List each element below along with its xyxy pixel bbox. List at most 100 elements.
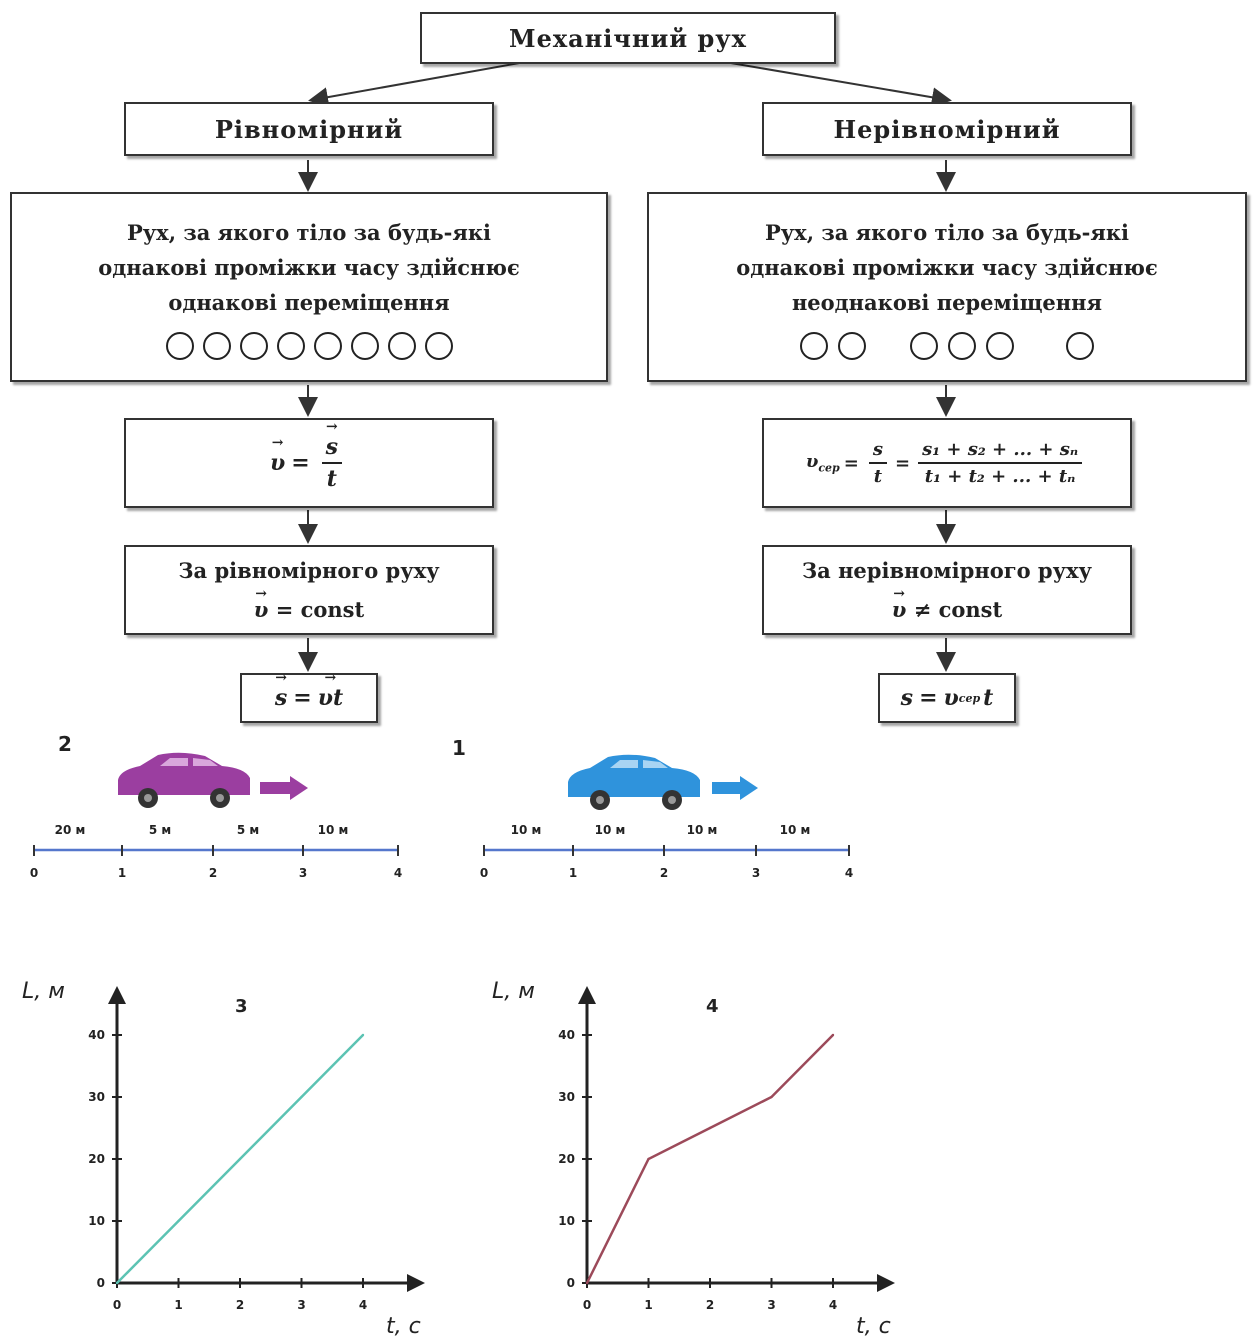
data-point xyxy=(708,1126,712,1130)
data-point xyxy=(585,1281,589,1285)
numerator: s xyxy=(321,419,342,464)
uniform-def-line-1: Рух, за якого тіло за будь-які xyxy=(126,219,492,245)
uniform-dots xyxy=(165,331,453,360)
track-1-segment: 10 м xyxy=(511,823,542,837)
track-2-tick: 3 xyxy=(299,866,307,880)
y-tick-label: 0 xyxy=(97,1276,105,1290)
connector-root-left xyxy=(308,61,526,108)
track-1-tick: 0 xyxy=(480,866,488,880)
uniform-def-line-2: однакові проміжки часу здійснює xyxy=(98,254,520,280)
avg-velocity-symbol: υсер xyxy=(805,451,840,475)
x-axis-arrow xyxy=(877,1274,895,1292)
track-2-tick: 0 xyxy=(30,866,38,880)
uniform-box: Рівномірний xyxy=(124,102,494,156)
track-2-tick: 2 xyxy=(209,866,217,880)
data-point xyxy=(831,1033,835,1037)
equals-sign: = xyxy=(291,450,310,476)
y-tick-label: 10 xyxy=(558,1214,575,1228)
track-1-tick: 2 xyxy=(660,866,668,880)
track-label-1: 1 xyxy=(452,736,466,760)
uniform-displacement-formula: s = υt xyxy=(240,670,378,723)
x-tick-label: 3 xyxy=(767,1298,775,1312)
y-tick-label: 10 xyxy=(88,1214,105,1228)
dot xyxy=(276,331,305,360)
uniform-condition-text: За рівномірного руху xyxy=(178,558,440,583)
track-2-segment: 20 м xyxy=(55,823,86,837)
track-2-segment: 10 м xyxy=(318,823,349,837)
dot xyxy=(202,331,231,360)
nonuniform-def-line-3: неоднакові переміщення xyxy=(791,289,1103,315)
x-tick-label: 4 xyxy=(359,1298,367,1312)
y-tick-label: 0 xyxy=(567,1276,575,1290)
x-tick-label: 2 xyxy=(706,1298,714,1312)
data-point xyxy=(238,1157,242,1161)
x-axis-label: t, c xyxy=(386,1314,421,1339)
dot xyxy=(313,331,342,360)
x-axis-arrow xyxy=(407,1274,425,1292)
denominator-2: t₁ + t₂ + ... + tₙ xyxy=(924,466,1076,487)
y-axis-arrow xyxy=(578,986,596,1004)
y-tick-label: 20 xyxy=(88,1152,105,1166)
x-tick-label: 4 xyxy=(829,1298,837,1312)
y-tick-label: 40 xyxy=(88,1028,105,1042)
equals-sign-2: = xyxy=(894,452,911,474)
uniform-def-line-3: однакові переміщення xyxy=(168,289,450,315)
dot xyxy=(350,331,379,360)
data-point xyxy=(300,1095,303,1099)
root-box: Механічний рух xyxy=(420,12,836,64)
track-1-segment: 10 м xyxy=(780,823,811,837)
track-1-tick: 3 xyxy=(752,866,760,880)
x-tick-label: 3 xyxy=(297,1298,305,1312)
numerator-2: s₁ + s₂ + ... + sₙ xyxy=(918,439,1083,464)
connector-root-right xyxy=(724,61,952,108)
average-velocity-formula: υсер = s t = s₁ + s₂ + ... + sₙ t₁ + t₂ … xyxy=(762,418,1132,508)
y-axis-arrow xyxy=(108,986,126,1004)
track-2-tick: 4 xyxy=(394,866,402,880)
y-axis-label: L, м xyxy=(22,979,65,1004)
equals-sign: = xyxy=(843,452,859,474)
dot xyxy=(800,331,828,360)
blue-car xyxy=(568,754,700,810)
dot xyxy=(986,331,1014,360)
track-1-tick: 4 xyxy=(845,866,853,880)
series-line xyxy=(585,1034,834,1284)
motion-tracks: 20 м 5 м 5 м 10 м 0 1 2 3 4 10 м 10 м 10… xyxy=(30,752,853,880)
track-1-tick: 1 xyxy=(569,866,577,880)
x-tick-label: 1 xyxy=(644,1298,652,1312)
flowchart-connectors xyxy=(298,61,956,672)
fraction-1: s t xyxy=(868,439,887,487)
nonuniform-def-line-2: однакові проміжки часу здійснює xyxy=(736,254,1158,280)
nonuniform-def-line-1: Рух, за якого тіло за будь-які xyxy=(764,219,1130,245)
denominator: t xyxy=(326,466,337,492)
blue-direction-arrow xyxy=(712,776,758,800)
y-tick-label: 40 xyxy=(558,1028,575,1042)
dot xyxy=(948,331,976,360)
uniform-condition-box: За рівномірного руху υ = const xyxy=(124,545,494,635)
chart-label: 3 xyxy=(235,996,248,1017)
data-point xyxy=(647,1157,650,1161)
nonuniform-dots xyxy=(800,331,1094,360)
y-tick-label: 20 xyxy=(558,1152,575,1166)
track-1-segment: 10 м xyxy=(595,823,626,837)
dot xyxy=(239,331,268,360)
y-tick-label: 30 xyxy=(88,1090,105,1104)
dot xyxy=(838,331,866,360)
purple-direction-arrow xyxy=(260,776,308,800)
velocity-symbol: υ xyxy=(270,435,286,476)
nonuniform-condition-formula: υ ≠ const xyxy=(892,577,1002,627)
data-point xyxy=(177,1219,180,1223)
numerator-1: s xyxy=(868,439,887,464)
dot xyxy=(387,331,416,360)
root-label: Механічний рух xyxy=(509,23,747,53)
fraction: s t xyxy=(321,419,342,492)
y-axis-label: L, м xyxy=(492,979,535,1004)
track-2-segment: 5 м xyxy=(149,823,171,837)
data-point xyxy=(361,1033,365,1037)
fraction-2: s₁ + s₂ + ... + sₙ t₁ + t₂ + ... + tₙ xyxy=(918,439,1083,487)
denominator-1: t xyxy=(873,466,883,487)
chart-label: 4 xyxy=(706,996,719,1017)
dot xyxy=(424,331,453,360)
track-2-tick: 1 xyxy=(118,866,126,880)
